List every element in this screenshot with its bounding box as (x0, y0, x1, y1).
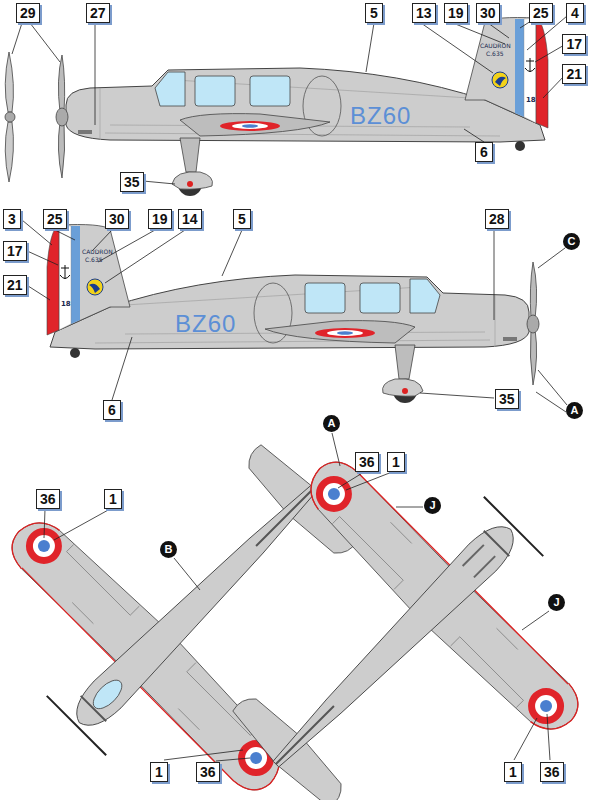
leader-line (44, 509, 45, 538)
bottom-view (150, 401, 589, 800)
leader-line (112, 337, 132, 400)
leader-line (535, 44, 566, 62)
side-view-left (56, 18, 548, 197)
front-propeller (5, 52, 15, 182)
callout-number: 35 (120, 172, 144, 192)
leader-line (536, 370, 567, 412)
leader-line (98, 230, 155, 262)
callout-letter: B (160, 541, 177, 558)
leader-line (55, 230, 75, 240)
tail-marking: C.635 (486, 50, 504, 57)
callout-number: 35 (495, 389, 519, 409)
callout-number: 13 (412, 3, 436, 23)
leader-line (105, 230, 185, 283)
registration-code: BZ60 (175, 312, 236, 336)
leader-line (332, 433, 340, 466)
leader-line (514, 718, 537, 760)
callout-number: 36 (355, 452, 379, 472)
callout-number: 27 (86, 3, 110, 23)
callout-number: 36 (540, 762, 564, 782)
leader-line (216, 758, 250, 761)
callout-number: 5 (365, 3, 383, 23)
callout-number: 3 (3, 209, 21, 229)
leader-line (95, 23, 96, 125)
callout-number: 30 (476, 3, 500, 23)
leader-line (538, 248, 565, 268)
plan-top (0, 362, 440, 800)
tail-number: 18 (526, 96, 536, 104)
callout-number: 4 (566, 3, 584, 23)
leader-line (25, 250, 58, 265)
callout-letter: A (323, 415, 340, 432)
leader-line (522, 611, 549, 630)
callout-letter: A (566, 402, 583, 419)
callout-number: 1 (150, 762, 168, 782)
tail-number: 18 (61, 300, 71, 308)
callout-number: 19 (148, 209, 172, 229)
canopy (88, 675, 126, 713)
spinner (5, 112, 15, 122)
leader-line (420, 393, 494, 398)
callout-number: 21 (3, 275, 27, 295)
callout-number: 14 (178, 209, 202, 229)
callout-number: 17 (562, 34, 586, 54)
callout-letter: J (548, 594, 565, 611)
callout-number: 25 (529, 3, 553, 23)
callout-number: 5 (233, 209, 251, 229)
tail-marking: C.635 (85, 256, 103, 263)
callout-number: 25 (43, 209, 67, 229)
callout-number: 6 (475, 142, 493, 162)
leader-line (338, 472, 364, 488)
leader-line (366, 23, 374, 72)
leader-line (54, 509, 110, 540)
callout-number: 1 (504, 762, 522, 782)
leader-line (346, 472, 392, 490)
leader-line (488, 23, 509, 38)
leader-line (453, 23, 505, 44)
callout-number: 21 (562, 64, 586, 84)
callout-number: 6 (103, 400, 121, 420)
side-view-right (47, 225, 539, 404)
plan-bottom (150, 401, 589, 800)
callout-number: 30 (105, 209, 129, 229)
leader-line (174, 558, 200, 590)
leader-line (222, 230, 242, 276)
callout-number: 36 (196, 762, 220, 782)
leader-line (12, 23, 60, 62)
leader-lines (12, 16, 567, 761)
leader-line (25, 284, 50, 300)
callout-number: 1 (387, 452, 405, 472)
callout-number: 29 (16, 3, 40, 23)
callout-number: 17 (3, 241, 27, 261)
leader-line (494, 230, 495, 320)
leader-line (92, 230, 112, 251)
leader-line (164, 750, 243, 760)
top-view (0, 362, 440, 800)
callout-number: 36 (36, 489, 60, 509)
leader-line (396, 507, 423, 508)
leader-line (143, 181, 175, 184)
leader-line (547, 714, 550, 760)
registration-code: BZ60 (350, 104, 411, 128)
callout-number: 19 (444, 3, 468, 23)
underside-details (463, 545, 496, 578)
callout-letter: C (563, 233, 580, 250)
callout-letter: J (424, 497, 441, 514)
callout-number: 28 (485, 209, 509, 229)
tail-marking: CAUDRON (82, 248, 113, 255)
callout-number: 1 (104, 489, 122, 509)
leader-line (464, 129, 484, 142)
tail-marking: CAUDRON (480, 42, 511, 49)
